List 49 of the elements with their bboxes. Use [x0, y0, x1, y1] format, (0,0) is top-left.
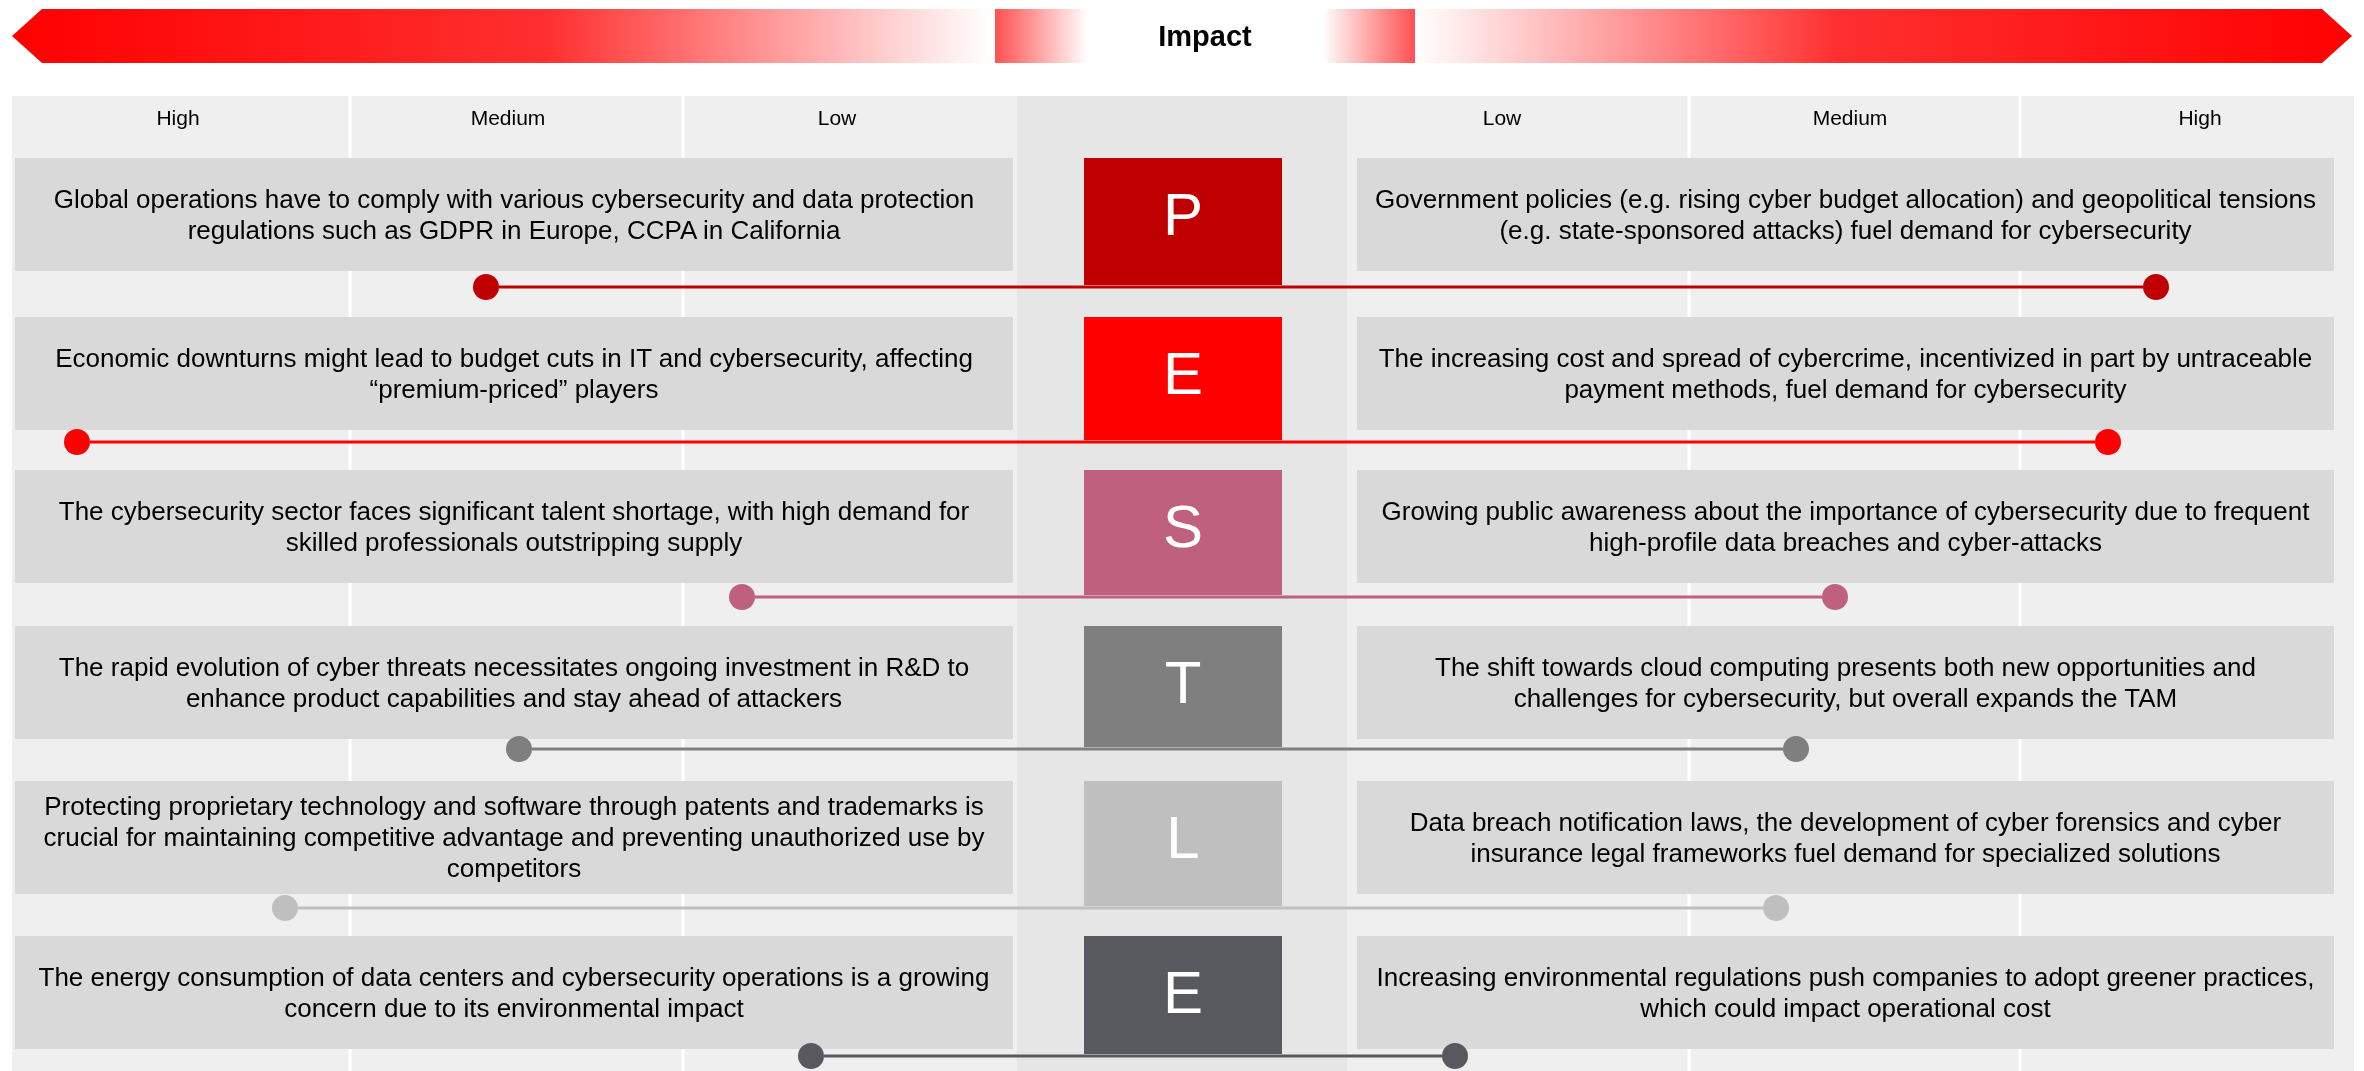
- pestle-letter: P: [1163, 180, 1203, 249]
- pestle-letter: S: [1163, 492, 1203, 561]
- impact-level-label: Low: [1482, 106, 1522, 130]
- impact-level-label: Medium: [1812, 106, 1888, 130]
- factor-text-box: [15, 317, 1013, 430]
- impact-range-line: [298, 906, 1763, 910]
- factor-text-box: [15, 158, 1013, 271]
- factor-text-box: [15, 470, 1013, 583]
- impact-level-label: High: [156, 106, 200, 130]
- impact-range-line: [90, 440, 2095, 444]
- factor-text-box: [15, 626, 1013, 739]
- factor-text-box: [15, 936, 1013, 1049]
- factor-description: Economic downturns might lead to budget cuts in IT and cybersecurity, affecting “premium-priced” players: [54, 342, 974, 405]
- factor-text-box: [15, 781, 1013, 894]
- pestle-letter: E: [1163, 958, 1203, 1027]
- factor-description: Government policies (e.g. rising cyber budget allocation) and geopolitical tensions (e.g. state-sponsored attacks) fuel demand for cybersecurity: [1374, 183, 2317, 246]
- factor-description: The energy consumption of data centers and cybersecurity operations is a growing concern due to its environmental impact: [37, 961, 991, 1024]
- factor-description: The increasing cost and spread of cybercrime, incentivized in part by untraceable payment methods, fuel demand for cybersecurity: [1377, 342, 2314, 405]
- impact-level-label: Low: [817, 106, 857, 130]
- impact-range-line: [532, 747, 1783, 751]
- factor-text-box: [1357, 470, 2334, 583]
- factor-description: Growing public awareness about the importance of cybersecurity due to frequent high-profile data breaches and cyber-attacks: [1380, 495, 2311, 558]
- impact-range-line: [824, 1054, 1442, 1058]
- pestle-letter-box: [1084, 936, 1282, 1054]
- factor-description: The cybersecurity sector faces significant talent shortage, with high demand for skilled professionals outstripping supply: [57, 495, 971, 558]
- factor-description: The rapid evolution of cyber threats necessitates ongoing investment in R&D to enhance product capabilities and stay ahead of attackers: [57, 651, 971, 714]
- factor-text-box: [1357, 626, 2334, 739]
- factor-description: Protecting proprietary technology and software through patents and trademarks is crucial for maintaining competitive advantage and preventing unauthorized use by competitors: [42, 791, 986, 884]
- pestle-letter-box: [1084, 470, 1282, 595]
- factor-text-box: [1357, 317, 2334, 430]
- factor-text-box: [1357, 158, 2334, 271]
- impact-title: Impact: [1158, 19, 1252, 53]
- impact-level-label: High: [2178, 106, 2222, 130]
- factor-text-box: [1357, 936, 2334, 1049]
- factor-description: Global operations have to comply with various cybersecurity and data protection regulations such as GDPR in Europe, CCPA in California: [52, 183, 976, 246]
- impact-level-label: Medium: [470, 106, 546, 130]
- factor-description: Data breach notification laws, the development of cyber forensics and cyber insurance legal frameworks fuel demand for specialized solutions: [1408, 806, 2283, 869]
- impact-range-line: [499, 285, 2143, 289]
- pestle-letter-box: [1084, 317, 1282, 440]
- factor-description: The shift towards cloud computing presents both new opportunities and challenges for cybersecurity, but overall expands the TAM: [1434, 651, 2257, 714]
- pestle-letter: E: [1163, 339, 1203, 408]
- pestle-letter: L: [1166, 803, 1200, 872]
- pestle-letter-box: [1084, 781, 1282, 906]
- factor-description: Increasing environmental regulations push companies to adopt greener practices, which could impact operational cost: [1375, 961, 2316, 1024]
- pestle-letter-box: [1084, 626, 1282, 747]
- factor-text-box: [1357, 781, 2334, 894]
- pestle-letter-box: [1084, 158, 1282, 285]
- pestle-letter: T: [1164, 648, 1202, 717]
- impact-range-line: [755, 595, 1822, 599]
